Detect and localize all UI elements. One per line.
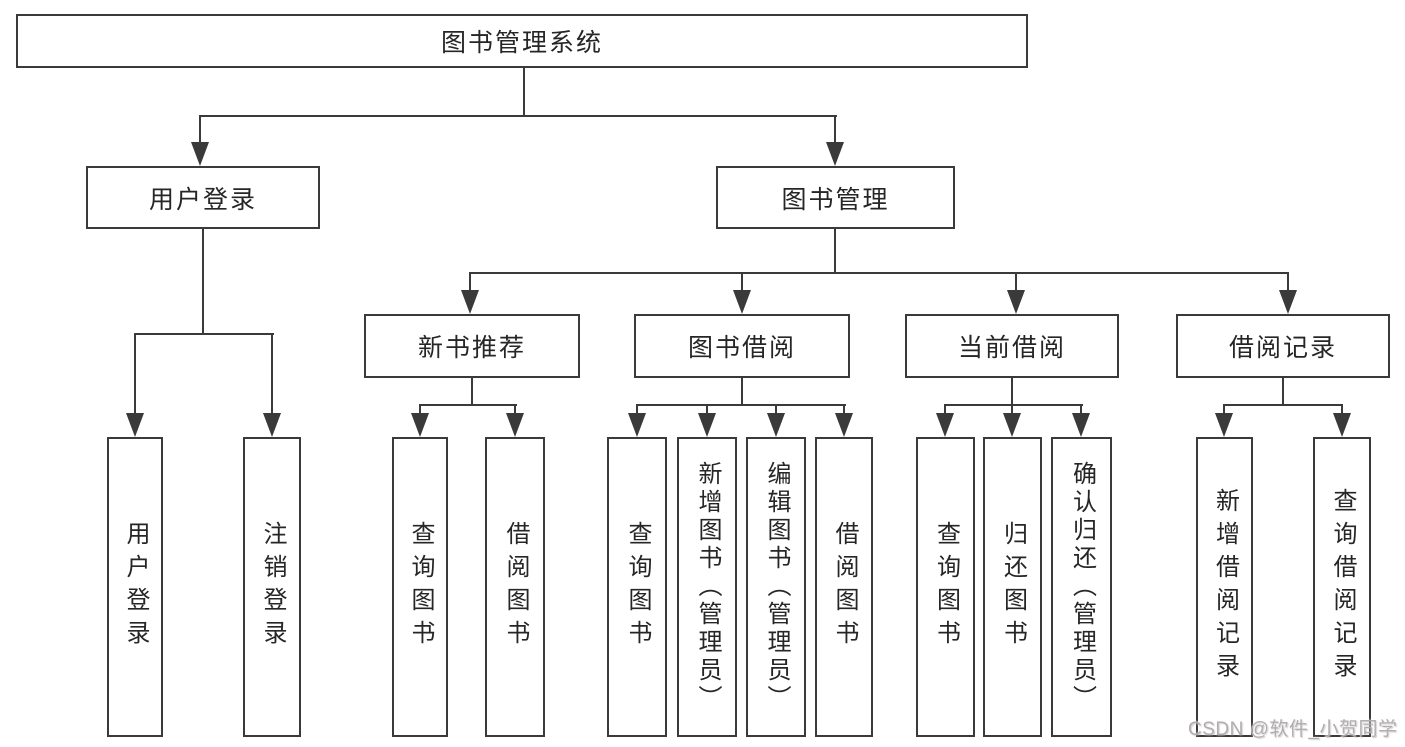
arrowhead-down-icon bbox=[191, 142, 209, 166]
arrowhead-down-icon bbox=[461, 290, 479, 314]
node-user-login: 用户登录 bbox=[86, 166, 320, 229]
node-current-borrowing: 当前借阅 bbox=[905, 314, 1119, 378]
leaf-add-borrow-record-label: 新增借阅记录 bbox=[1211, 488, 1239, 686]
connector-line bbox=[944, 404, 946, 416]
connector-line bbox=[834, 115, 836, 145]
node-borrowing-records: 借阅记录 bbox=[1176, 314, 1390, 378]
leaf-borrow-books: 借阅图书 bbox=[815, 437, 873, 737]
arrowhead-down-icon bbox=[1003, 413, 1021, 437]
leaf-borrow-books-label: 借阅图书 bbox=[831, 521, 858, 653]
leaf-return-books-label: 归还图书 bbox=[999, 521, 1027, 653]
connector-line bbox=[199, 115, 201, 145]
leaf-search-books-current: 查询图书 bbox=[916, 437, 975, 737]
leaf-search-books-current-label: 查询图书 bbox=[932, 521, 960, 653]
leaf-search-books-recommend-label: 查询图书 bbox=[407, 521, 434, 653]
node-root: 图书管理系统 bbox=[16, 14, 1028, 68]
node-book-borrowing: 图书借阅 bbox=[634, 314, 850, 378]
arrowhead-down-icon bbox=[411, 413, 429, 437]
connector-line bbox=[834, 229, 836, 274]
arrowhead-down-icon bbox=[826, 142, 844, 166]
connector-line bbox=[741, 272, 743, 292]
leaf-add-books-admin: 新增图书（管理员） bbox=[677, 437, 737, 737]
connector-line bbox=[706, 404, 708, 416]
arrowhead-down-icon bbox=[936, 413, 954, 437]
connector-line bbox=[775, 404, 777, 416]
connector-line bbox=[469, 272, 1289, 274]
node-borrowing-records-label: 借阅记录 bbox=[1228, 334, 1337, 362]
leaf-confirm-return-admin-label: 确认归还（管理员） bbox=[1068, 461, 1096, 713]
arrowhead-down-icon bbox=[1007, 290, 1025, 314]
connector-line bbox=[199, 115, 837, 117]
leaf-search-borrow-record: 查询借阅记录 bbox=[1313, 437, 1371, 737]
connector-line bbox=[419, 404, 517, 406]
leaf-user-login-label: 用户登录 bbox=[122, 521, 149, 653]
leaf-logout: 注销登录 bbox=[243, 437, 301, 737]
node-book-borrowing-label: 图书借阅 bbox=[687, 334, 796, 362]
leaf-logout-label: 注销登录 bbox=[259, 521, 286, 653]
arrowhead-down-icon bbox=[628, 413, 646, 437]
csdn-watermark: CSDN @软件_小贺同学 bbox=[1188, 719, 1398, 740]
connector-line bbox=[1341, 404, 1343, 416]
leaf-add-borrow-record: 新增借阅记录 bbox=[1196, 437, 1253, 737]
connector-line bbox=[1287, 272, 1289, 292]
connector-line bbox=[636, 404, 638, 416]
node-new-book-recommend-label: 新书推荐 bbox=[417, 334, 526, 362]
connector-line bbox=[471, 378, 473, 406]
leaf-user-login: 用户登录 bbox=[107, 437, 163, 737]
connector-line bbox=[271, 333, 273, 415]
connector-line bbox=[741, 378, 743, 406]
connector-line bbox=[1080, 404, 1082, 416]
leaf-borrow-books-recommend-label: 借阅图书 bbox=[502, 521, 529, 653]
arrowhead-down-icon bbox=[1215, 413, 1233, 437]
arrowhead-down-icon bbox=[698, 413, 716, 437]
connector-line bbox=[1015, 272, 1017, 292]
connector-line bbox=[202, 229, 204, 335]
leaf-edit-books-admin: 编辑图书（管理员） bbox=[746, 437, 806, 737]
arrowhead-down-icon bbox=[1279, 290, 1297, 314]
connector-line bbox=[636, 404, 846, 406]
connector-line bbox=[944, 404, 1083, 406]
arrowhead-down-icon bbox=[767, 413, 785, 437]
node-current-borrowing-label: 当前借阅 bbox=[957, 334, 1066, 362]
arrowhead-down-icon bbox=[835, 413, 853, 437]
node-root-label: 图书管理系统 bbox=[440, 29, 603, 57]
connector-line bbox=[134, 333, 274, 335]
node-book-management: 图书管理 bbox=[716, 166, 955, 229]
leaf-search-books-borrow: 查询图书 bbox=[607, 437, 667, 737]
connector-line bbox=[1011, 378, 1013, 406]
connector-line bbox=[523, 68, 525, 117]
leaf-edit-books-admin-label: 编辑图书（管理员） bbox=[763, 461, 790, 713]
connector-line bbox=[419, 404, 421, 416]
leaf-search-borrow-record-label: 查询借阅记录 bbox=[1329, 488, 1356, 686]
connector-line bbox=[469, 272, 471, 292]
leaf-confirm-return-admin: 确认归还（管理员） bbox=[1051, 437, 1112, 737]
connector-line bbox=[1223, 404, 1225, 416]
connector-line bbox=[134, 333, 136, 415]
arrowhead-down-icon bbox=[506, 413, 524, 437]
arrowhead-down-icon bbox=[733, 290, 751, 314]
leaf-search-books-recommend: 查询图书 bbox=[392, 437, 448, 737]
node-user-login-label: 用户登录 bbox=[148, 185, 257, 214]
connector-line bbox=[843, 404, 845, 416]
connector-line bbox=[1011, 404, 1013, 416]
leaf-add-books-admin-label: 新增图书（管理员） bbox=[694, 461, 721, 713]
leaf-borrow-books-recommend: 借阅图书 bbox=[485, 437, 545, 737]
node-new-book-recommend: 新书推荐 bbox=[364, 314, 580, 378]
node-book-management-label: 图书管理 bbox=[781, 185, 890, 214]
arrowhead-down-icon bbox=[1333, 413, 1351, 437]
arrowhead-down-icon bbox=[126, 413, 144, 437]
connector-line bbox=[1282, 378, 1284, 406]
connector-line bbox=[1223, 404, 1343, 406]
leaf-return-books: 归还图书 bbox=[983, 437, 1042, 737]
leaf-search-books-borrow-label: 查询图书 bbox=[624, 521, 651, 653]
arrowhead-down-icon bbox=[263, 413, 281, 437]
connector-line bbox=[514, 404, 516, 416]
arrowhead-down-icon bbox=[1072, 413, 1090, 437]
